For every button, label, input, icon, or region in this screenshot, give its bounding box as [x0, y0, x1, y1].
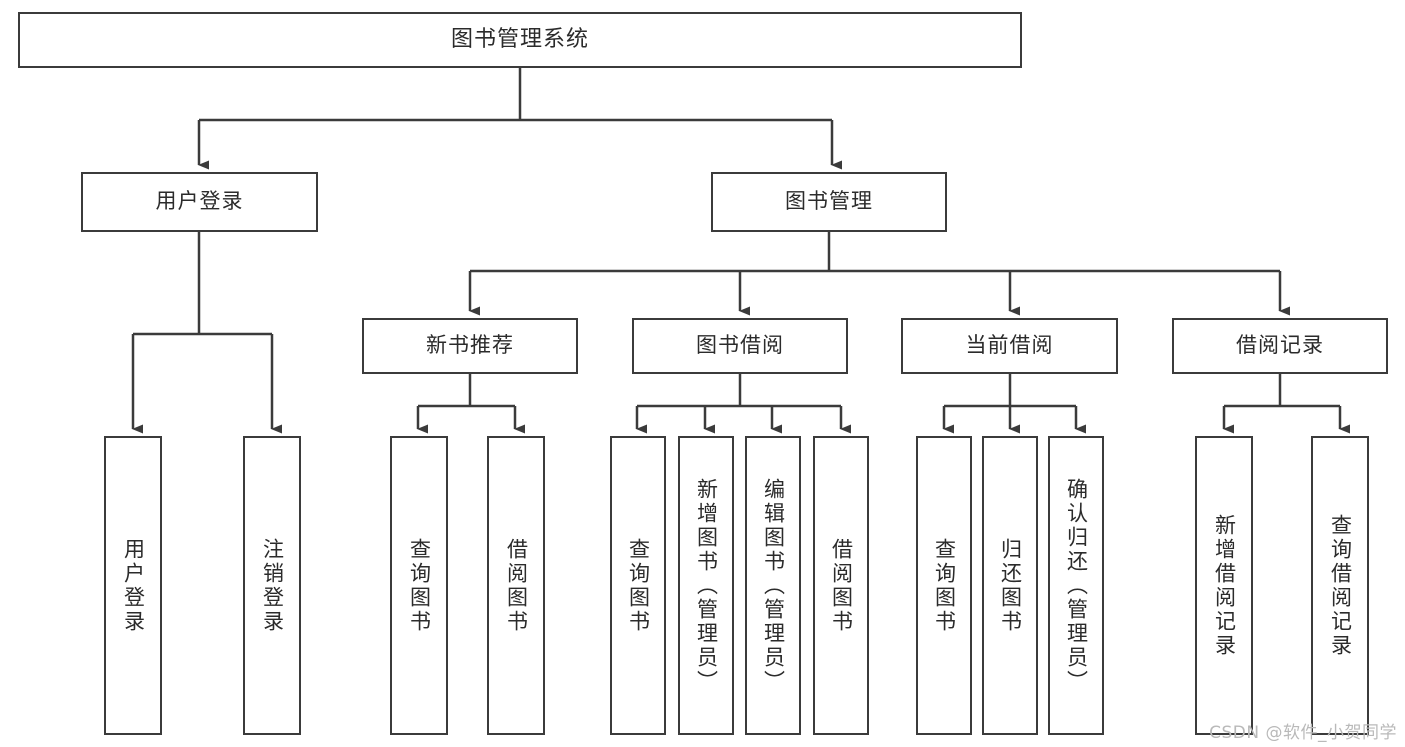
node-book-borrow-label: 图书借阅 — [696, 333, 784, 358]
leaf-bb-add-book-admin[interactable]: 新增图书（管理员） — [678, 436, 734, 735]
node-user-login[interactable]: 用户登录 — [81, 172, 318, 232]
node-new-book-recommend-label: 新书推荐 — [426, 333, 514, 358]
leaf-br-add-record-label: 新增借阅记录 — [1212, 513, 1237, 658]
leaf-nbr-query-book[interactable]: 查询图书 — [390, 436, 448, 735]
leaf-bb-edit-book-admin-label: 编辑图书（管理员） — [761, 477, 786, 694]
node-current-borrow-label: 当前借阅 — [965, 333, 1054, 358]
leaf-bb-edit-book-admin[interactable]: 编辑图书（管理员） — [745, 436, 801, 735]
leaf-nbr-query-book-label: 查询图书 — [407, 537, 432, 634]
leaf-user-logout-label: 注销登录 — [260, 537, 285, 634]
node-root[interactable]: 图书管理系统 — [18, 12, 1022, 68]
node-new-book-recommend[interactable]: 新书推荐 — [362, 318, 578, 374]
leaf-bb-borrow-book-label: 借阅图书 — [829, 537, 854, 634]
leaf-user-logout[interactable]: 注销登录 — [243, 436, 301, 735]
leaf-cb-return-book-label: 归还图书 — [998, 537, 1023, 634]
leaf-bb-borrow-book[interactable]: 借阅图书 — [813, 436, 869, 735]
leaf-nbr-borrow-book[interactable]: 借阅图书 — [487, 436, 545, 735]
node-borrow-record[interactable]: 借阅记录 — [1172, 318, 1388, 374]
leaf-user-login-label: 用户登录 — [121, 537, 146, 634]
leaf-user-login[interactable]: 用户登录 — [104, 436, 162, 735]
node-user-login-label: 用户登录 — [155, 189, 244, 214]
node-current-borrow[interactable]: 当前借阅 — [901, 318, 1118, 374]
leaf-cb-query-book-label: 查询图书 — [932, 537, 957, 634]
leaf-cb-return-book[interactable]: 归还图书 — [982, 436, 1038, 735]
leaf-bb-query-book-label: 查询图书 — [626, 537, 651, 634]
leaf-nbr-borrow-book-label: 借阅图书 — [504, 537, 529, 634]
node-borrow-record-label: 借阅记录 — [1236, 333, 1324, 358]
node-book-management-label: 图书管理 — [785, 189, 873, 214]
node-book-borrow[interactable]: 图书借阅 — [632, 318, 848, 374]
leaf-cb-confirm-return-admin-label: 确认归还（管理员） — [1064, 477, 1089, 694]
leaf-cb-query-book[interactable]: 查询图书 — [916, 436, 972, 735]
node-book-management[interactable]: 图书管理 — [711, 172, 947, 232]
leaf-br-query-record[interactable]: 查询借阅记录 — [1311, 436, 1369, 735]
leaf-cb-confirm-return-admin[interactable]: 确认归还（管理员） — [1048, 436, 1104, 735]
leaf-bb-query-book[interactable]: 查询图书 — [610, 436, 666, 735]
node-root-label: 图书管理系统 — [450, 26, 589, 52]
leaf-br-add-record[interactable]: 新增借阅记录 — [1195, 436, 1253, 735]
leaf-br-query-record-label: 查询借阅记录 — [1328, 513, 1353, 658]
leaf-bb-add-book-admin-label: 新增图书（管理员） — [694, 477, 719, 694]
